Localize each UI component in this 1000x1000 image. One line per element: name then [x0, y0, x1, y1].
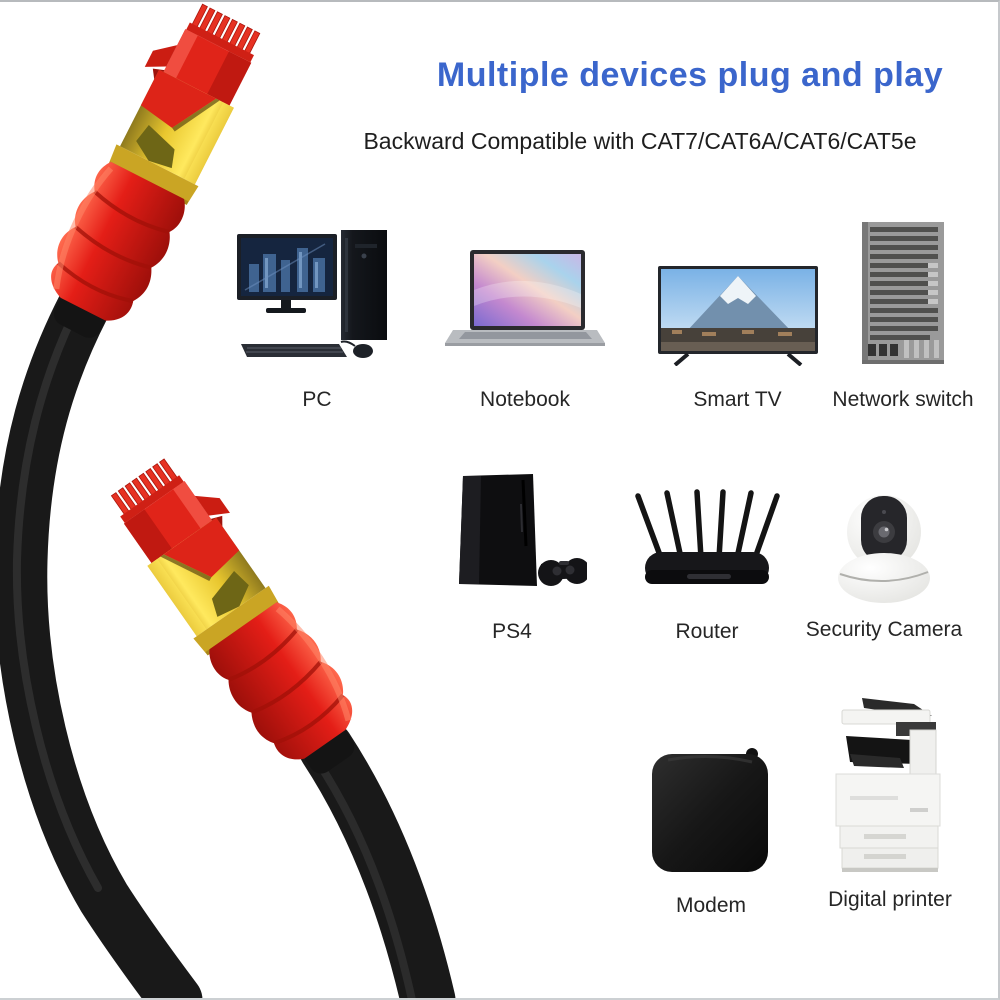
device-label: Router [675, 620, 739, 643]
modem-icon [652, 748, 768, 872]
device-label: Smart TV [693, 388, 782, 411]
device-digital-printer: Digital printer [828, 696, 952, 911]
device-ps4: PS4 [432, 474, 592, 643]
device-pc: PC [237, 230, 397, 411]
router-icon [635, 489, 780, 584]
subtitle: Backward Compatible with CAT7/CAT6A/CAT6… [363, 128, 917, 154]
device-label: PS4 [492, 620, 532, 643]
device-label: PC [302, 388, 332, 411]
device-security-camera: Security Camera [806, 490, 962, 641]
device-label: Digital printer [828, 888, 952, 911]
digital-printer-icon [835, 698, 941, 872]
rj45-ethernet-cable-icon [0, 0, 456, 1000]
device-smart-tv: Smart TV [655, 266, 820, 411]
page-title: Multiple devices plug and play [436, 56, 944, 94]
device-label: Notebook [480, 388, 570, 411]
device-network-switch: Network switch [818, 222, 988, 411]
device-label: Network switch [832, 388, 974, 411]
device-router: Router [631, 488, 783, 643]
smart-tv-icon [657, 266, 818, 366]
network-switch-icon [862, 222, 944, 364]
pc-icon [237, 230, 387, 358]
security-camera-icon [838, 495, 930, 603]
device-notebook: Notebook [445, 250, 605, 411]
device-modem: Modem [648, 742, 774, 917]
device-label: Security Camera [805, 618, 963, 641]
device-label: Modem [675, 894, 747, 917]
ps4-icon [459, 474, 587, 586]
notebook-icon [445, 250, 605, 346]
